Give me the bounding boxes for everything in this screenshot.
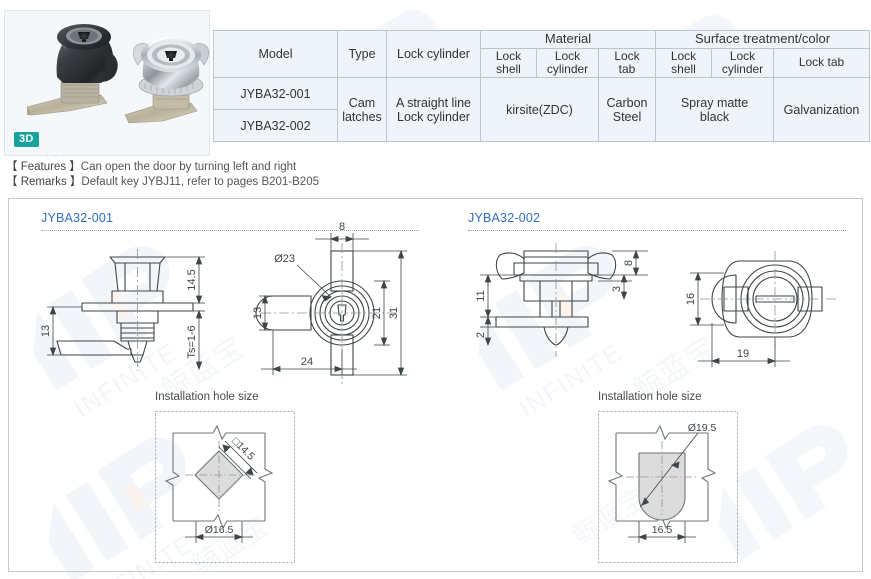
- table-row: JYBA32-001 Cam latches A straight line L…: [213, 77, 871, 143]
- column-header-type: Type: [337, 29, 387, 79]
- features-text: Can open the door by turning left and ri…: [80, 161, 297, 173]
- table-header-row-1: Model Type Lock cylinder Material Surfac…: [213, 29, 871, 79]
- text-line: Steel: [612, 109, 642, 124]
- dim-front-outer-height: 31: [388, 307, 400, 319]
- dim-thickness: Ts=1-6: [186, 325, 198, 358]
- text-line: A straight line: [395, 95, 472, 110]
- drawing-section-002: JYBA32-002: [436, 199, 863, 571]
- remarks-note: 【 Remarks 】Default key JYBJ11, refer to …: [6, 175, 606, 190]
- dim-hole-square: □14.5: [229, 435, 257, 463]
- cell-model-002: JYBA32-002: [213, 109, 338, 143]
- column-header-model: Model: [213, 29, 338, 79]
- dim-front-length: 24: [301, 356, 313, 368]
- dim-hole-flat-width: 16.5: [652, 524, 673, 536]
- text-line: black: [699, 109, 730, 124]
- text-line: cylinder: [721, 61, 764, 76]
- drawing-section-001: JYBA32-001: [9, 199, 436, 571]
- drawing-title-001: JYBA32-001: [41, 211, 114, 225]
- text-line: Lock: [670, 48, 697, 63]
- column-group-material: Material: [479, 30, 657, 49]
- cell-type: Cam latches: [337, 77, 387, 143]
- remarks-label: 【 Remarks 】: [6, 176, 82, 188]
- text-line: shell: [671, 61, 696, 76]
- cell-lock-cylinder: A straight line Lock cylinder: [386, 77, 481, 143]
- table-row: JYBA32-002: [213, 109, 870, 143]
- cell-surface-spray-matte-black: Spray matte black: [655, 77, 775, 143]
- dim-front-arm: 13: [252, 307, 264, 319]
- text-line: Spray matte: [680, 95, 749, 110]
- product-header: 3D Model Type Lock cylinder Material Sur…: [0, 8, 871, 156]
- features-note: 【 Features 】Can open the door by turning…: [6, 160, 606, 175]
- dim-top-flange: 3: [611, 286, 623, 292]
- subheader-material-lock-cylinder: Lock cylinder: [536, 47, 599, 79]
- subheader-material-lock-shell: Lock shell: [480, 47, 537, 79]
- dim-top-tab: 8: [623, 260, 635, 266]
- dim-front-width-002: 19: [737, 348, 749, 360]
- remarks-text: Default key JYBJ11, refer to pages B201-…: [81, 176, 319, 188]
- dim-side-arm: 13: [40, 325, 52, 337]
- drawing-title-002: JYBA32-002: [468, 211, 541, 225]
- text-line: Carbon: [606, 95, 648, 110]
- text-line: shell: [496, 61, 521, 76]
- badge-3d: 3D: [14, 132, 39, 147]
- dim-hole-diameter-002: Ø19.5: [688, 422, 717, 434]
- features-label: 【 Features 】: [6, 161, 81, 173]
- notes-block: 【 Features 】Can open the door by turning…: [6, 160, 606, 190]
- installation-hole-label-001: Installation hole size: [155, 391, 259, 403]
- specification-table: Model Type Lock cylinder Material Surfac…: [213, 29, 871, 143]
- dim-front-inner-height: 21: [371, 307, 383, 319]
- text-line: Lock: [614, 48, 640, 63]
- dim-front-height-002: 16: [685, 293, 697, 305]
- cell-material-lock-tab: Carbon Steel: [597, 77, 657, 143]
- installation-hole-drawing-001: □14.5 Ø16.5: [155, 411, 295, 568]
- text-line: Cam: [348, 95, 376, 110]
- dim-front-tab-width: 8: [339, 221, 345, 233]
- installation-hole-label-002: Installation hole size: [598, 391, 702, 403]
- text-line: Lock: [729, 48, 756, 63]
- subheader-material-lock-tab: Lock tab: [597, 47, 657, 79]
- text-line: tab: [618, 61, 636, 76]
- cell-model-001: JYBA32-001: [213, 77, 338, 111]
- subheader-surface-lock-shell: Lock shell: [655, 47, 713, 79]
- dim-hole-diameter: Ø16.5: [205, 524, 234, 536]
- cell-material-kirsite: kirsite(ZDC): [480, 77, 599, 143]
- drawings-panel: JYBA32-001: [8, 198, 863, 572]
- title-divider: [468, 230, 846, 231]
- text-line: cylinder: [546, 61, 589, 76]
- dim-side-body: 11: [475, 290, 487, 301]
- text-line: Lock: [554, 48, 581, 63]
- installation-hole-drawing-002: Ø19.5 16.5: [598, 411, 738, 568]
- dim-front-diameter: Ø23: [274, 253, 295, 265]
- column-group-surface-treatment: Surface treatment/color: [655, 30, 871, 49]
- cell-surface-lock-tab: Galvanization: [773, 77, 871, 143]
- text-line: latches: [342, 109, 382, 124]
- subheader-surface-lock-cylinder: Lock cylinder: [711, 47, 775, 79]
- subheader-surface-lock-tab: Lock tab: [773, 47, 871, 79]
- text-line: Lock cylinder: [397, 109, 470, 124]
- column-header-lock-cylinder: Lock cylinder: [386, 29, 481, 79]
- text-line: Lock: [495, 48, 522, 63]
- dim-side-height: 14.5: [186, 269, 198, 290]
- title-divider: [41, 230, 419, 231]
- product-photo: 3D: [4, 10, 210, 156]
- dim-side-arm-002: 2: [475, 332, 487, 338]
